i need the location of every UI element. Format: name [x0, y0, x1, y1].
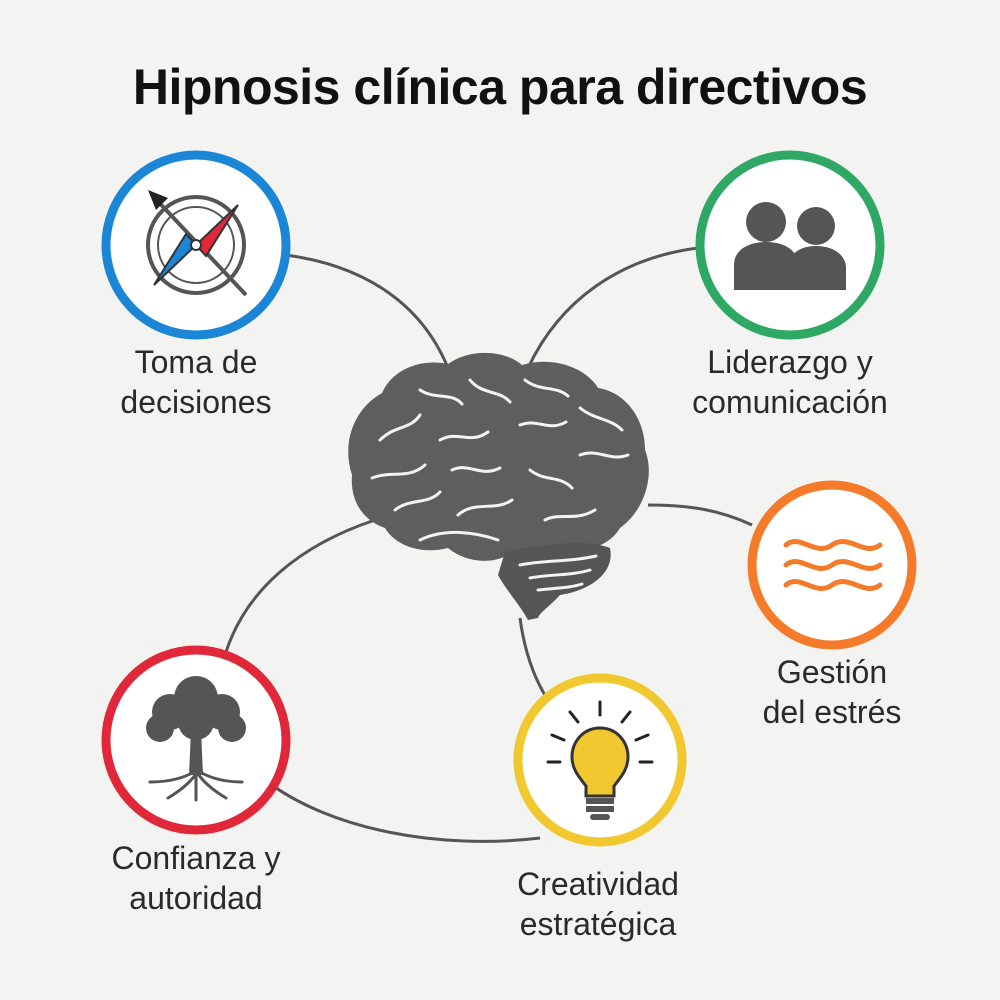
tree-icon — [146, 676, 246, 802]
label-confidence: Confianza y autoridad — [46, 838, 346, 918]
label-decisions-line1: Toma de — [134, 344, 258, 380]
page-title: Hipnosis clínica para directivos — [132, 59, 868, 115]
label-confidence-line2: autoridad — [129, 880, 263, 916]
node-confidence — [101, 645, 291, 835]
connector-confidence — [223, 518, 376, 656]
label-decisions-line2: decisiones — [120, 384, 272, 420]
label-creativity-line1: Creatividad — [517, 866, 679, 902]
label-confidence-line1: Confianza y — [111, 840, 281, 876]
label-leadership-line2: comunicación — [692, 384, 888, 420]
label-stress: Gestión del estrés — [682, 652, 982, 732]
waves-icon — [783, 539, 883, 591]
connector-bottom-arc — [264, 778, 541, 843]
brain-icon — [348, 352, 649, 620]
node-leadership — [695, 150, 885, 340]
lightbulb-icon — [546, 700, 654, 820]
connector-stress — [647, 503, 753, 527]
label-creativity-line2: estratégica — [519, 906, 677, 942]
compass-icon — [146, 190, 248, 297]
connector-creativity — [518, 617, 550, 701]
label-leadership-line1: Liderazgo y — [707, 344, 873, 380]
label-leadership: Liderazgo y comunicación — [640, 342, 940, 422]
label-stress-line2: del estrés — [762, 694, 902, 730]
connector-leadership — [526, 246, 699, 369]
connector-decisions — [285, 253, 450, 369]
people-icon — [734, 202, 846, 290]
node-decisions — [101, 150, 291, 340]
node-creativity — [513, 673, 687, 847]
label-decisions: Toma de decisiones — [46, 342, 346, 422]
label-stress-line1: Gestión — [776, 654, 888, 690]
connector-lines — [223, 246, 753, 843]
label-creativity: Creatividad estratégica — [448, 864, 748, 944]
node-stress — [747, 480, 917, 650]
